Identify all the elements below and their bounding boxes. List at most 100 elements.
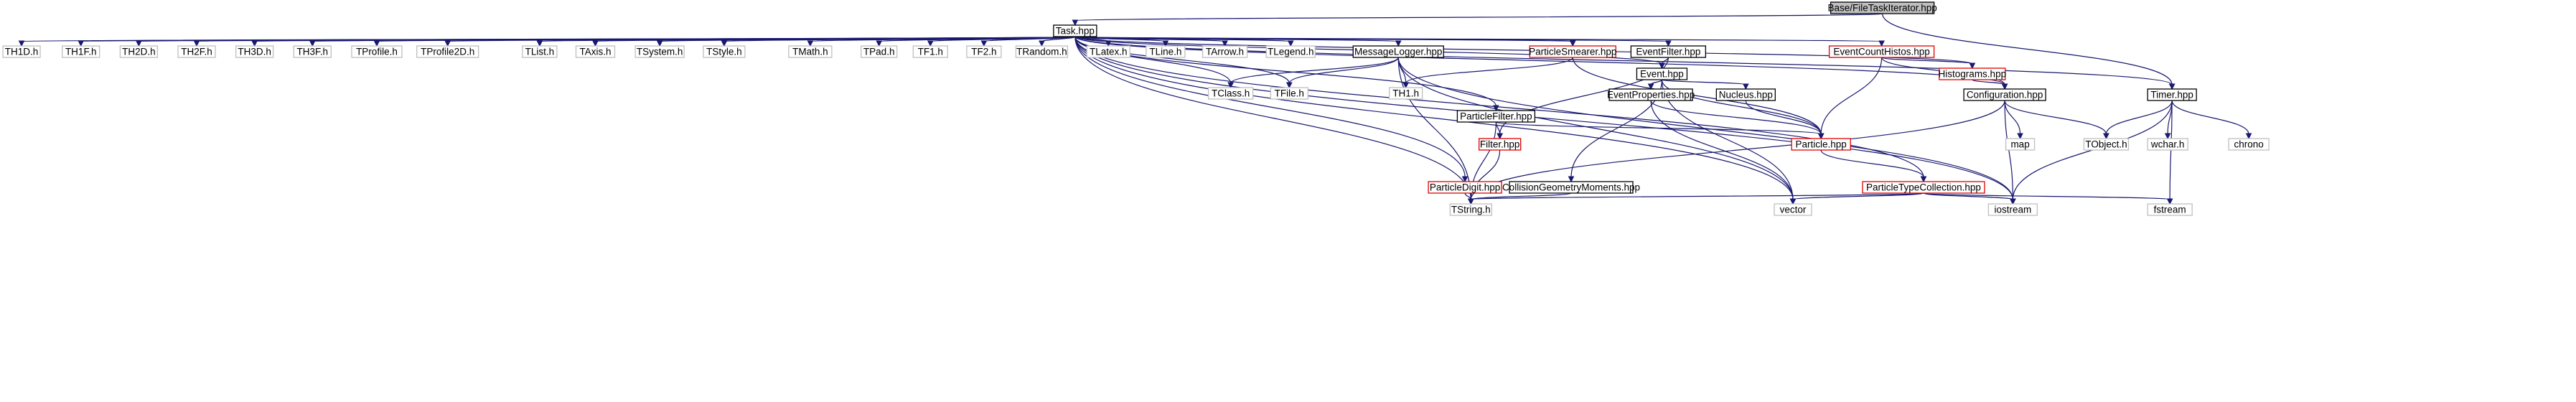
node-tf1: TF1.h — [912, 45, 948, 58]
node-label: Event.hpp — [1640, 69, 1684, 80]
node-tsystem: TSystem.h — [634, 45, 685, 58]
node-box — [861, 45, 898, 58]
node-box — [1630, 45, 1707, 58]
node-evprops[interactable]: EventProperties.hpp — [1607, 88, 1695, 101]
edge-layer — [18, 13, 2252, 205]
node-task[interactable]: Task.hpp — [1053, 24, 1097, 37]
node-label: TList.h — [525, 47, 555, 57]
node-box — [1456, 110, 1536, 123]
node-box — [1086, 45, 1130, 58]
node-box — [62, 45, 100, 58]
node-timer[interactable]: Timer.hpp — [2147, 88, 2197, 101]
node-box — [1265, 45, 1316, 58]
node-particle[interactable]: Particle.hpp — [1791, 138, 1851, 151]
edge-ptc-to-vector — [1789, 192, 1924, 205]
edge-echistos-to-histograms — [1881, 57, 1976, 70]
node-box — [1774, 203, 1812, 216]
node-msglogger[interactable]: MessageLogger.hpp — [1352, 45, 1444, 58]
node-psmearer[interactable]: ParticleSmearer.hpp — [1529, 45, 1616, 58]
node-box — [1270, 87, 1308, 100]
node-histograms[interactable]: Histograms.hpp — [1939, 67, 2007, 80]
node-label: TObject.h — [2085, 139, 2127, 150]
node-box — [1830, 1, 1935, 14]
node-label: TLegend.h — [1268, 47, 1314, 57]
node-box — [1636, 67, 1688, 80]
edge-ptc-to-tstring — [1468, 192, 1924, 205]
node-tlegend: TLegend.h — [1265, 45, 1316, 58]
node-tprofile: TProfile.h — [351, 45, 403, 58]
edge-pfilter-to-particle — [1495, 121, 1825, 140]
node-label: TProfile2D.h — [421, 47, 474, 57]
edge-ptc-to-fstream — [1923, 192, 2173, 205]
node-taxis: TAxis.h — [575, 45, 616, 58]
node-ptc[interactable]: ParticleTypeCollection.hpp — [1862, 181, 1985, 194]
node-cgm[interactable]: CollisionGeometryMoments.hpp — [1502, 181, 1640, 194]
node-wchar: wchar.h — [2147, 138, 2188, 151]
node-th1f: TH1F.h — [62, 45, 100, 58]
edge-event-to-nucleus — [1661, 79, 1749, 90]
node-trandom: TRandom.h — [1015, 45, 1069, 58]
node-box — [1479, 138, 1522, 151]
node-label: CollisionGeometryMoments.hpp — [1502, 182, 1640, 193]
node-evfilter[interactable]: EventFilter.hpp — [1630, 45, 1707, 58]
node-box — [1529, 45, 1616, 58]
node-label: vector — [1780, 205, 1807, 215]
edge-timer-to-tobject — [2103, 100, 2173, 140]
node-configuration[interactable]: Configuration.hpp — [1963, 88, 2046, 101]
edge-configuration-to-map — [2004, 100, 2023, 140]
node-box — [912, 45, 948, 58]
node-box — [1053, 24, 1097, 37]
node-tclass: TClass.h — [1207, 87, 1254, 100]
node-label: TSystem.h — [637, 47, 683, 57]
node-box — [119, 45, 159, 58]
node-label: Histograms.hpp — [1939, 69, 2007, 80]
node-label: TMath.h — [792, 47, 828, 57]
node-tstring: TString.h — [1449, 203, 1492, 216]
node-box — [351, 45, 403, 58]
node-box — [1449, 203, 1492, 216]
node-box — [2147, 203, 2193, 216]
node-label: TClass.h — [1212, 88, 1250, 99]
edge-event-to-evprops — [1647, 79, 1663, 90]
node-fstream: fstream — [2147, 203, 2193, 216]
edge-timer-to-iostream — [2010, 100, 2173, 205]
node-iostream: iostream — [1987, 203, 2038, 216]
node-label: Task.hpp — [1056, 26, 1095, 37]
node-label: TStyle.h — [706, 47, 742, 57]
node-label: TH1D.h — [5, 47, 39, 57]
node-vector: vector — [1774, 203, 1812, 216]
node-label: ParticleFilter.hpp — [1460, 111, 1532, 122]
node-event[interactable]: Event.hpp — [1636, 67, 1688, 80]
node-box — [2005, 138, 2036, 151]
node-label: TH2F.h — [181, 47, 212, 57]
node-label: TFile.h — [1275, 88, 1304, 99]
node-tf2: TF2.h — [966, 45, 1002, 58]
node-label: chrono — [2234, 139, 2263, 150]
node-th3d: TH3D.h — [235, 45, 274, 58]
node-th2f: TH2F.h — [177, 45, 216, 58]
node-label: wchar.h — [2150, 139, 2185, 150]
node-tlist: TList.h — [522, 45, 558, 58]
node-filter[interactable]: Filter.hpp — [1479, 138, 1522, 151]
node-pdigit[interactable]: ParticleDigit.hpp — [1428, 181, 1502, 194]
node-root[interactable]: Base/FileTaskIterator.hpp — [1827, 1, 1937, 14]
node-label: map — [2010, 139, 2029, 150]
node-nucleus[interactable]: Nucleus.hpp — [1715, 88, 1776, 101]
node-tpad: TPad.h — [861, 45, 898, 58]
node-tmath: TMath.h — [788, 45, 833, 58]
edge-task-to-trandom — [1039, 36, 1076, 47]
node-label: TAxis.h — [579, 47, 611, 57]
node-label: TLatex.h — [1090, 47, 1128, 57]
node-tline: TLine.h — [1146, 45, 1186, 58]
node-label: TString.h — [1451, 205, 1491, 215]
edge-msglogger-to-tfile — [1285, 57, 1399, 89]
node-tfile: TFile.h — [1270, 87, 1308, 100]
edge-task-to-tstring — [1074, 36, 1474, 205]
node-pfilter[interactable]: ParticleFilter.hpp — [1456, 110, 1536, 123]
node-tlatex: TLatex.h — [1086, 45, 1130, 58]
node-echistos[interactable]: EventCountHistos.hpp — [1828, 45, 1935, 58]
node-label: TH1F.h — [65, 47, 97, 57]
node-label: TH2D.h — [122, 47, 156, 57]
node-box — [2147, 138, 2188, 151]
